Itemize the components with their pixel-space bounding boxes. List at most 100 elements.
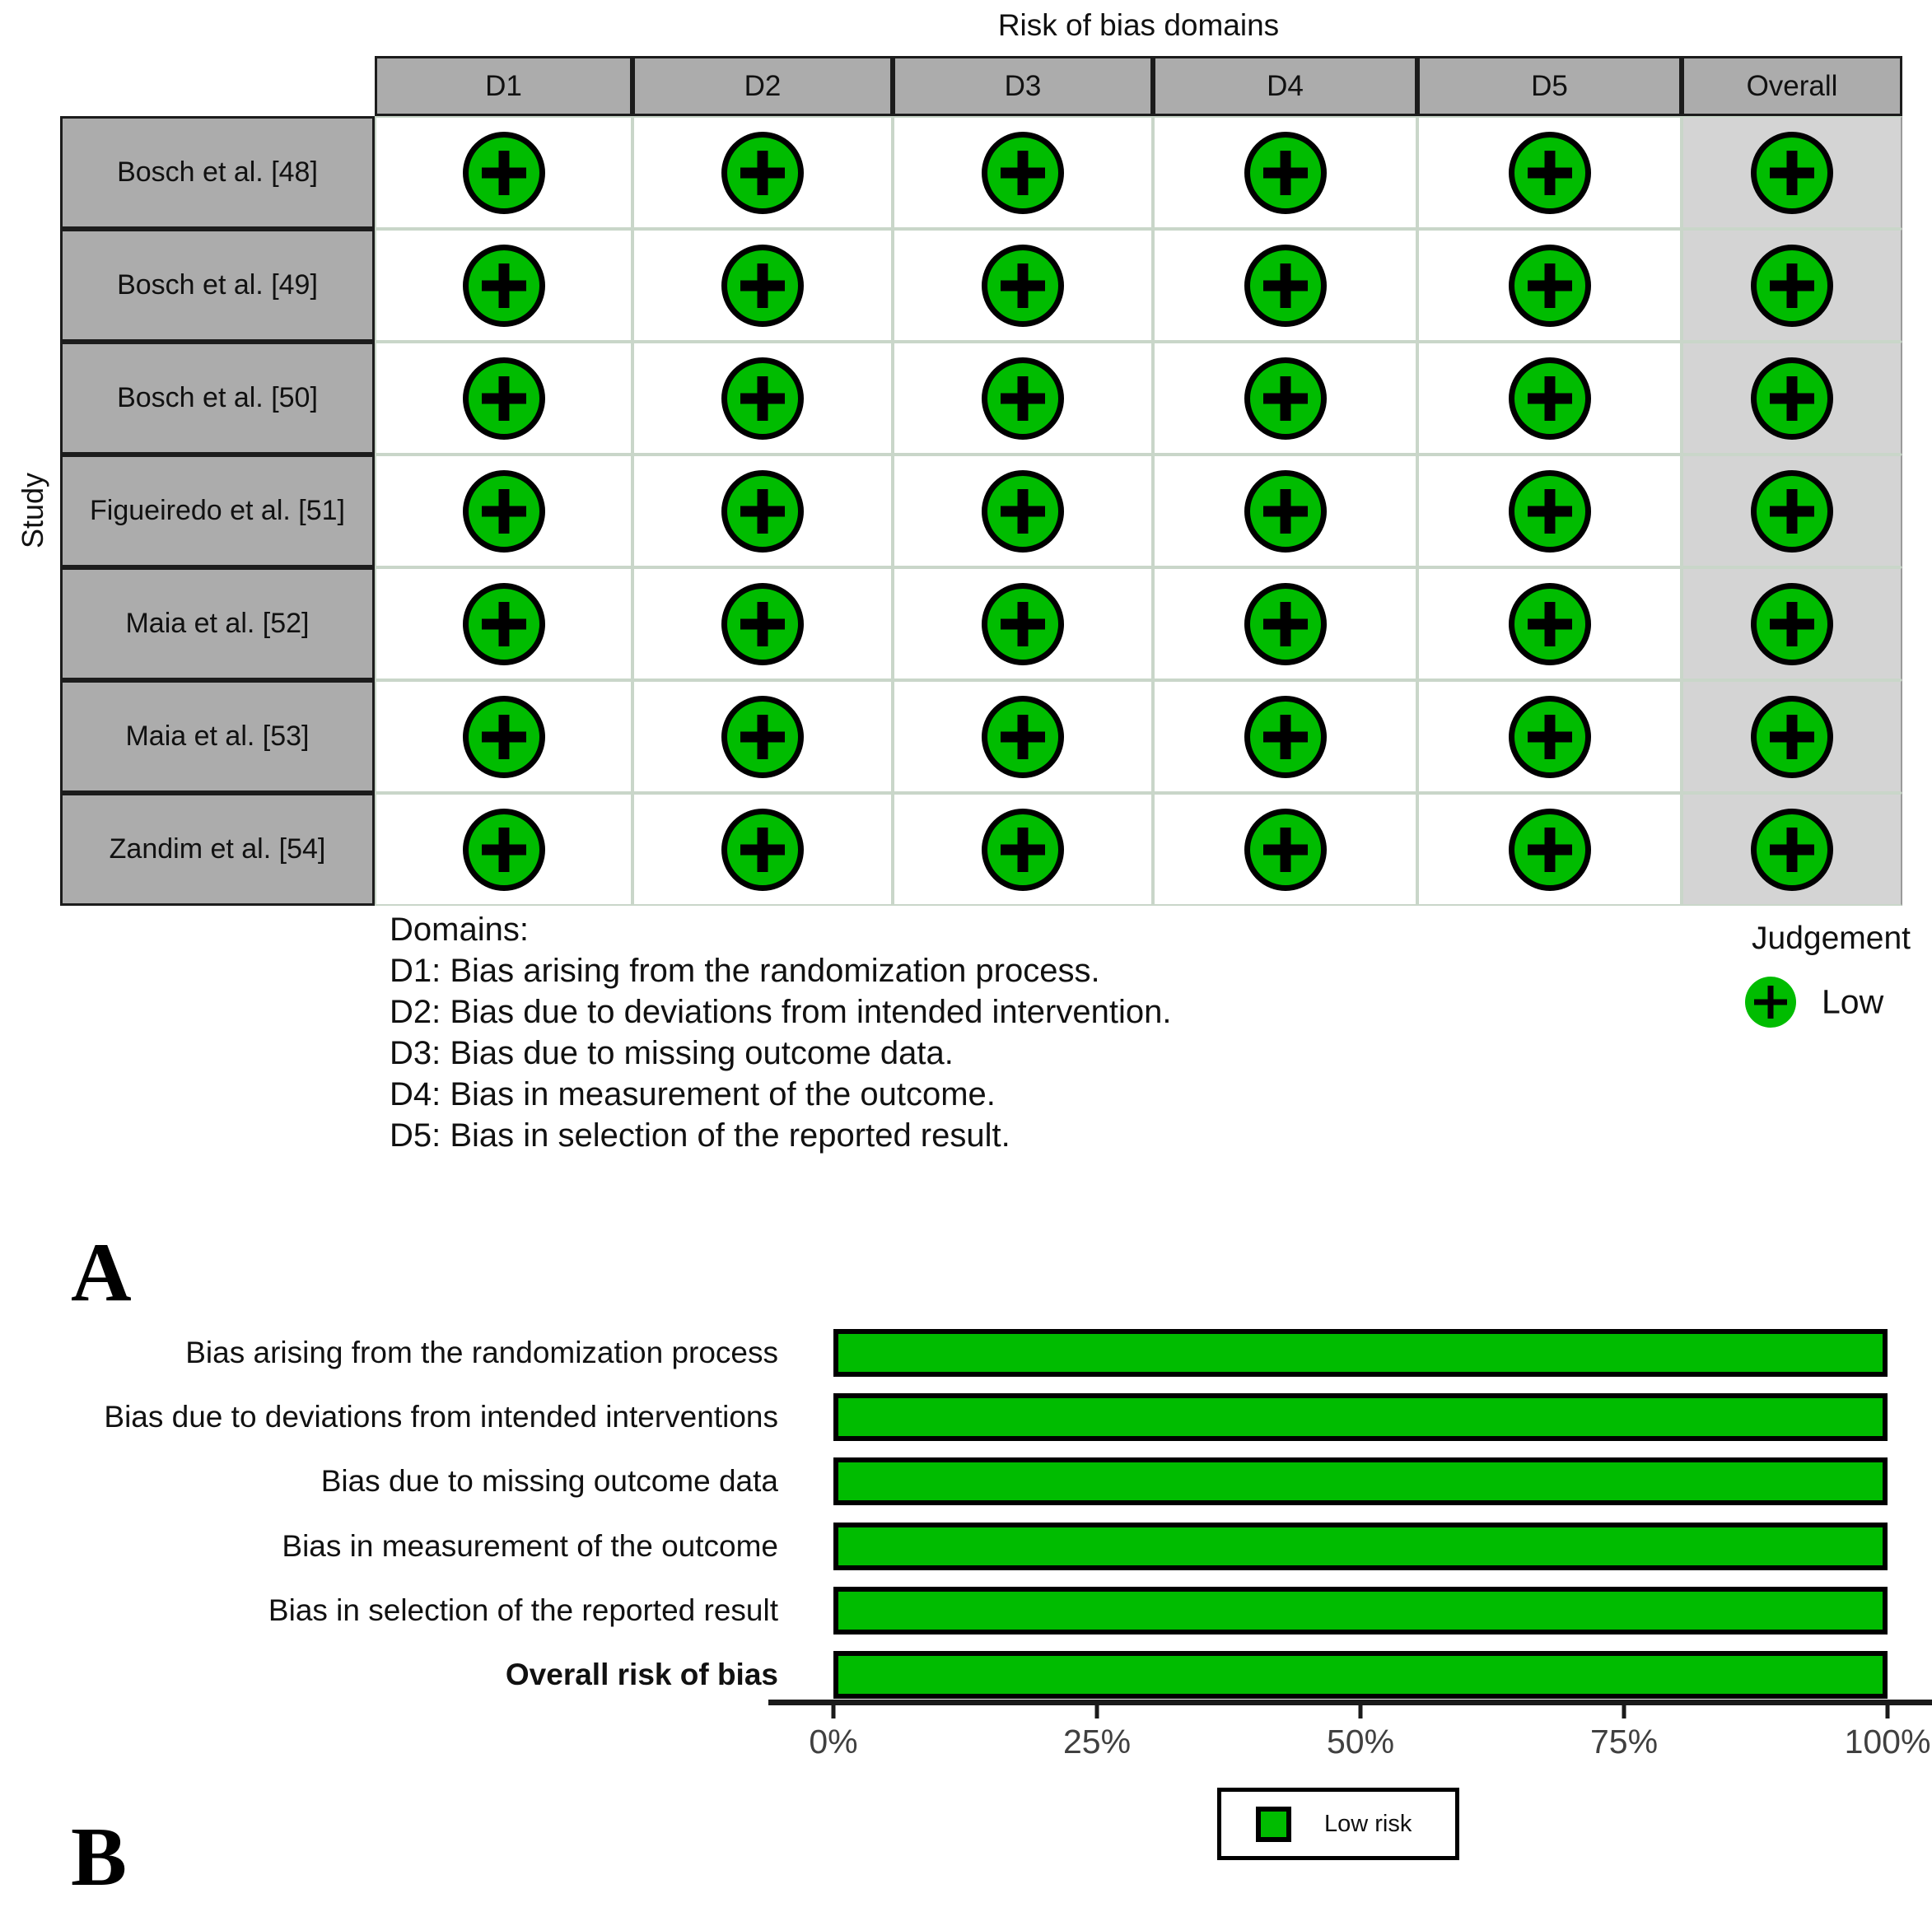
- x-axis-tick-mark: [1885, 1705, 1890, 1718]
- low-risk-icon: [982, 244, 1064, 327]
- plus-icon-vertical: [1786, 375, 1798, 421]
- plus-icon-vertical: [498, 263, 509, 308]
- bar-category-label: Bias arising from the randomization proc…: [185, 1336, 778, 1369]
- low-risk-icon: [721, 131, 804, 214]
- rating-cell: [1682, 455, 1902, 567]
- plus-icon-vertical: [1017, 601, 1029, 646]
- plus-icon-vertical: [1017, 263, 1029, 308]
- low-risk-icon: [721, 469, 804, 553]
- rating-cell: [1682, 342, 1902, 455]
- rating-cell: [1682, 793, 1902, 906]
- domains-note-line: D3: Bias due to missing outcome data.: [390, 1035, 954, 1071]
- rating-cell: [632, 455, 893, 567]
- low-risk-icon: [721, 357, 804, 440]
- plus-icon-vertical: [1017, 150, 1029, 195]
- low-risk-icon: [1244, 469, 1327, 553]
- bar-low-risk: [833, 1651, 1888, 1699]
- low-risk-icon: [1508, 244, 1591, 327]
- low-risk-icon: [982, 131, 1064, 214]
- low-risk-icon: [982, 582, 1064, 665]
- low-risk-icon: [1508, 131, 1591, 214]
- plus-icon-vertical: [1017, 375, 1029, 421]
- plus-icon-vertical: [1544, 827, 1555, 872]
- low-risk-icon: [1244, 582, 1327, 665]
- low-risk-icon: [462, 582, 545, 665]
- plus-icon-vertical: [1280, 150, 1290, 195]
- plus-icon-vertical: [498, 375, 509, 421]
- x-axis-tick-mark: [831, 1705, 836, 1718]
- bar-low-risk: [833, 1457, 1888, 1506]
- plus-icon-vertical: [757, 263, 768, 308]
- low-risk-icon: [721, 582, 804, 665]
- plus-icon-vertical: [1017, 827, 1029, 872]
- rating-cell: [632, 342, 893, 455]
- column-header-d5: D5: [1417, 56, 1682, 116]
- rating-cell: [375, 680, 632, 793]
- plus-icon-vertical: [1280, 714, 1290, 759]
- bar-low-risk: [833, 1329, 1888, 1377]
- low-risk-icon: [982, 469, 1064, 553]
- rating-cell: [1153, 567, 1417, 680]
- rating-cell: [375, 455, 632, 567]
- rating-cell: [893, 342, 1153, 455]
- x-axis-tick-mark: [1094, 1705, 1099, 1718]
- rating-cell: [1417, 342, 1682, 455]
- low-risk-icon: [462, 808, 545, 891]
- low-risk-icon: [1751, 695, 1833, 778]
- low-risk-swatch-icon: [1256, 1806, 1291, 1842]
- rating-cell: [375, 342, 632, 455]
- rating-cell: [1682, 567, 1902, 680]
- low-risk-icon: [1244, 244, 1327, 327]
- plus-icon-vertical: [498, 714, 509, 759]
- rating-cell: [1153, 116, 1417, 229]
- low-risk-icon: [1751, 131, 1833, 214]
- rating-cell: [632, 567, 893, 680]
- low-risk-icon: [982, 808, 1064, 891]
- x-axis-tick-label: 0%: [809, 1723, 858, 1760]
- rating-cell: [1417, 229, 1682, 342]
- rating-cell: [1682, 116, 1902, 229]
- low-risk-icon: [982, 357, 1064, 440]
- column-header-overall: Overall: [1682, 56, 1902, 116]
- low-risk-icon: [1751, 808, 1833, 891]
- domains-note-line: D2: Bias due to deviations from intended…: [390, 994, 1172, 1030]
- low-risk-icon: [1508, 469, 1591, 553]
- bar-category-label: Bias due to missing outcome data: [320, 1464, 778, 1499]
- x-axis-tick-label: 100%: [1844, 1723, 1931, 1760]
- domains-note: Domains:D1: Bias arising from the random…: [390, 909, 1171, 1156]
- study-row-label: Maia et al. [53]: [60, 680, 375, 793]
- x-axis-tick-mark: [1358, 1705, 1363, 1718]
- plus-icon-vertical: [1544, 488, 1555, 534]
- low-risk-icon: [462, 469, 545, 553]
- study-row-label: Bosch et al. [49]: [60, 229, 375, 342]
- domains-note-line: D5: Bias in selection of the reported re…: [390, 1117, 1010, 1154]
- low-risk-icon: [462, 131, 545, 214]
- rating-cell: [1417, 116, 1682, 229]
- rating-cell: [375, 229, 632, 342]
- plus-icon-vertical: [1017, 488, 1029, 534]
- plus-icon-vertical: [1786, 601, 1798, 646]
- low-risk-icon: [1244, 695, 1327, 778]
- low-risk-icon: [1508, 582, 1591, 665]
- x-axis-tick-mark: [1622, 1705, 1626, 1718]
- low-risk-icon: [1751, 469, 1833, 553]
- plus-icon-vertical: [1786, 827, 1798, 872]
- rating-cell: [893, 455, 1153, 567]
- low-risk-icon: [1244, 357, 1327, 440]
- study-row-label: Bosch et al. [50]: [60, 342, 375, 455]
- low-risk-icon: [721, 695, 804, 778]
- plus-icon-vertical: [498, 827, 509, 872]
- rating-cell: [893, 793, 1153, 906]
- plus-icon-vertical: [1280, 375, 1290, 421]
- plus-icon-vertical: [757, 714, 768, 759]
- low-risk-icon: [1745, 977, 1796, 1028]
- low-risk-icon: [462, 695, 545, 778]
- rating-cell: [893, 567, 1153, 680]
- rating-cell: [893, 229, 1153, 342]
- low-risk-icon: [721, 244, 804, 327]
- plus-icon-vertical: [1767, 986, 1774, 1019]
- plus-icon-vertical: [1786, 150, 1798, 195]
- traffic-light-title: Risk of bias domains: [997, 8, 1280, 42]
- rating-cell: [632, 229, 893, 342]
